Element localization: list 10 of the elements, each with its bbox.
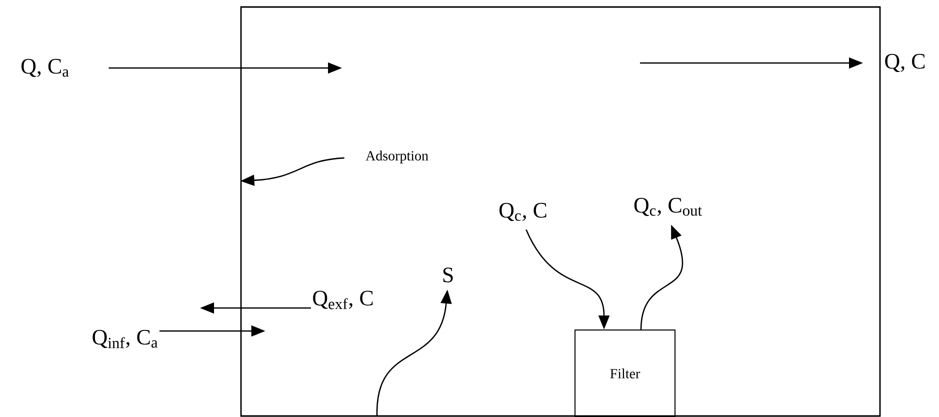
flow-label: Q$_{c}$, C$_{out}$ — [634, 198, 702, 216]
flow-label: Q$_{exf}$, C — [313, 290, 373, 310]
flow-label: Q, C — [885, 54, 925, 72]
filter-box: Filter — [574, 330, 676, 417]
flow-label: Q$_{inf}$, C$_{a}$ — [92, 330, 158, 348]
process-label: Adsorption — [366, 150, 428, 164]
flow-label: Q$_{c}$, C — [499, 202, 546, 222]
source-label: S — [443, 268, 453, 282]
flow-label: Q, C$_{a}$ — [21, 58, 69, 78]
room-box — [240, 6, 881, 417]
